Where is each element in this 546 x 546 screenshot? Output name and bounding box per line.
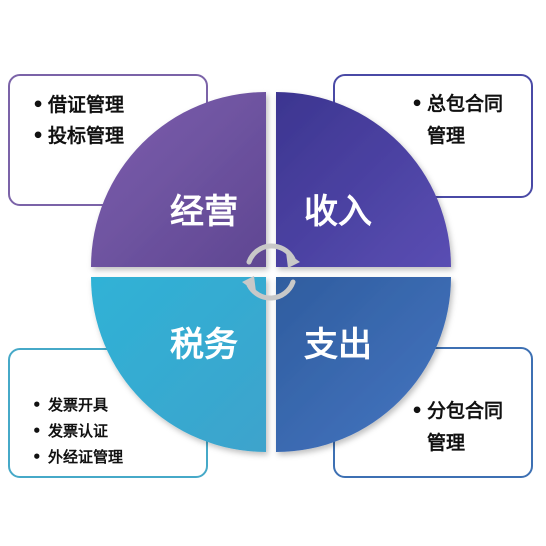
circular-arrows-icon <box>242 243 300 301</box>
quadrant-bottom-left <box>91 277 266 452</box>
quadrant-top-right <box>276 92 451 267</box>
list-item-continuation: 管理 <box>427 432 466 454</box>
list-item: 外经证管理 <box>32 444 123 470</box>
list-item-continuation: 管理 <box>427 125 466 147</box>
quadrant-label-bottom-left: 税务 <box>170 325 238 365</box>
list-item: 发票认证 <box>32 418 123 444</box>
list-item: 借证管理 <box>32 90 124 121</box>
quadrant-bottom-right <box>276 277 451 452</box>
quadrant-label-top-right: 收入 <box>304 192 372 232</box>
list-item: 分包合同 <box>411 395 503 427</box>
quadrant-label-bottom-right: 支出 <box>304 325 372 365</box>
list-item: 总包合同 <box>411 88 503 120</box>
top-right-list: 总包合同 管理 <box>411 88 503 152</box>
bottom-right-list: 分包合同 管理 <box>411 395 503 459</box>
quadrant-label-top-left: 经营 <box>170 192 238 232</box>
top-left-list: 借证管理 投标管理 <box>32 90 124 152</box>
list-item: 投标管理 <box>32 121 124 152</box>
bottom-left-list: 发票开具 发票认证 外经证管理 <box>32 392 123 470</box>
quadrant-top-left <box>91 92 266 267</box>
list-item: 发票开具 <box>32 392 123 418</box>
